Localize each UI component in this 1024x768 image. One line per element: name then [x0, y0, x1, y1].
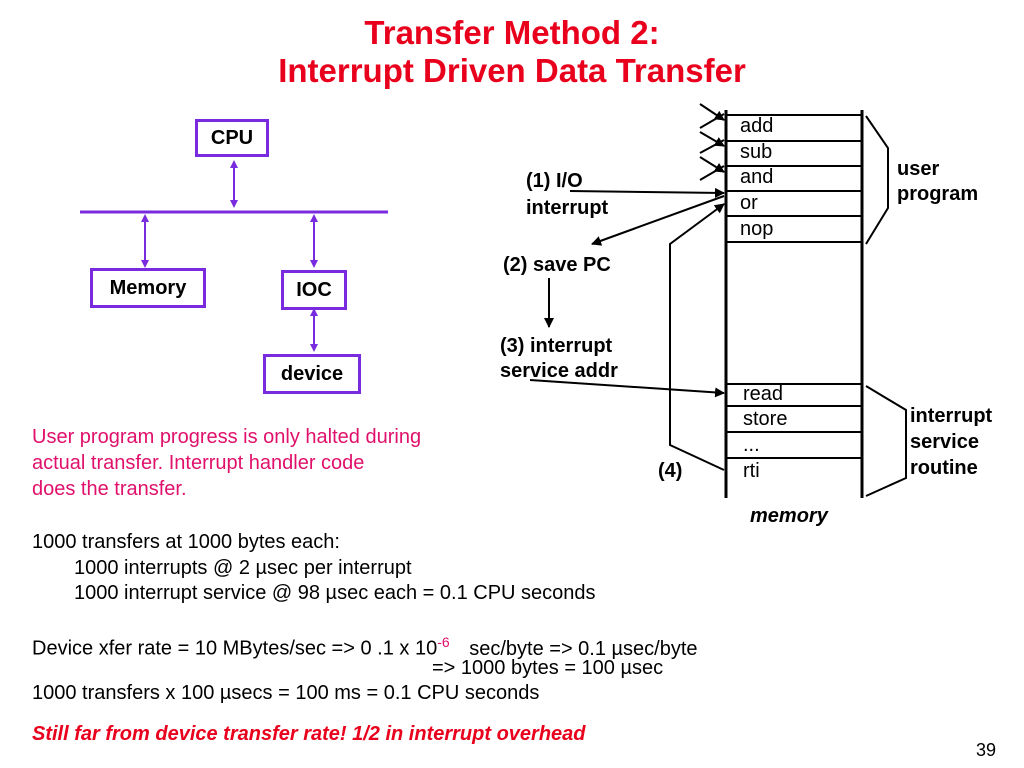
- calc1-line-3: 1000 interrupt service @ 98 µsec each = …: [74, 582, 596, 604]
- note-line-3: does the transfer.: [32, 478, 187, 500]
- step1-label-1: (1) I/O: [526, 170, 583, 192]
- mem-cell-read: read: [743, 383, 784, 405]
- isr-label-2: service: [910, 431, 979, 453]
- mem-cell-ellipsis: ...: [743, 434, 760, 456]
- title-line-2: Interrupt Driven Data Transfer: [278, 52, 746, 89]
- mem-cell-nop: nop: [740, 218, 774, 240]
- mem-cell-and: and: [740, 166, 774, 188]
- page-number: 39: [976, 740, 997, 760]
- isr-label-1: interrupt: [910, 405, 993, 427]
- calc2-line-1-main: Device xfer rate = 10 MBytes/sec => 0 .1…: [32, 637, 438, 660]
- calc2-line-3: 1000 transfers x 100 µsecs = 100 ms = 0.…: [32, 682, 540, 704]
- mem-cell-sub: sub: [740, 141, 773, 163]
- mem-cell-rti: rti: [743, 460, 760, 482]
- step3-label-2: service addr: [500, 360, 618, 382]
- calc2-line-1-tail: sec/byte => 0.1 µsec/byte: [469, 637, 698, 660]
- note-line-1: User program progress is only halted dur…: [32, 426, 422, 448]
- calc2-line-1: Device xfer rate = 10 MBytes/sec => 0 .1…: [32, 629, 698, 662]
- cpu-box: CPU: [195, 119, 269, 157]
- mem-cell-store: store: [743, 408, 788, 430]
- note-line-2: actual transfer. Interrupt handler code: [32, 452, 365, 474]
- calc2-exponent: -6: [437, 634, 450, 650]
- memory-caption: memory: [750, 505, 828, 527]
- isr-label-3: routine: [910, 457, 978, 479]
- device-box: device: [263, 354, 361, 394]
- memory-box: Memory: [90, 268, 206, 308]
- step2-label: (2) save PC: [503, 254, 611, 276]
- mem-cell-add: add: [740, 115, 774, 137]
- calc1-line-2: 1000 interrupts @ 2 µsec per interrupt: [74, 557, 412, 579]
- user-program-label-1: user: [897, 158, 940, 180]
- ioc-box: IOC: [281, 270, 347, 310]
- conclusion: Still far from device transfer rate! 1/2…: [32, 723, 586, 745]
- calc1-line-1: 1000 transfers at 1000 bytes each:: [32, 531, 340, 553]
- calc2-line-2: => 1000 bytes = 100 µsec: [432, 657, 664, 679]
- step4-label: (4): [658, 460, 683, 482]
- step3-label-1: (3) interrupt: [500, 335, 613, 357]
- step1-label-2: interrupt: [526, 197, 609, 219]
- user-program-label-2: program: [897, 183, 979, 205]
- mem-cell-or: or: [740, 192, 758, 214]
- title-line-1: Transfer Method 2:: [364, 14, 660, 51]
